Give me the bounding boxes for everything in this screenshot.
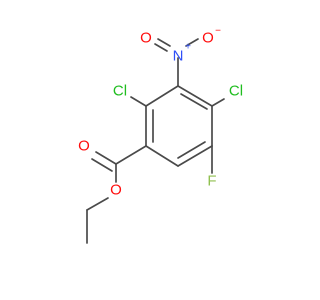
bond-ring-lower-right (177, 145, 213, 167)
chlorine-label-right: Cl (229, 83, 243, 100)
bond-ring-upper-left (145, 85, 179, 107)
bonds (86, 38, 225, 244)
bond-nitro-to-o-left-double (154, 43, 168, 52)
bond-ring-top (177, 85, 213, 107)
nitrogen-positive-charge: + (185, 42, 191, 53)
nitrogen-label: N (173, 48, 184, 65)
bond-ring-top-inner (180, 93, 208, 110)
oxygen-negative-charge: − (215, 26, 221, 37)
fluorine-label: F (207, 173, 216, 190)
bond-ring-to-cl-left (130, 96, 147, 107)
oxygen-label-carbonyl: O (78, 138, 90, 155)
chlorine-label-left: Cl (113, 83, 127, 100)
bond-carbonyl-double-a (95, 151, 117, 165)
bond-nitro-to-o-right (185, 38, 199, 47)
bond-ring-to-carbonyl-carbon (115, 145, 147, 165)
atom-labels: O N + O − Cl Cl O F O (78, 26, 243, 199)
bond-ester-o-to-ethyl (86, 197, 109, 211)
bond-nitro-to-o-left (157, 38, 171, 47)
bond-ring-lower-right-inner (177, 141, 206, 159)
oxygen-label-nitro-right: O (202, 30, 214, 47)
oxygen-label-ester: O (110, 182, 122, 199)
oxygen-label-nitro-left: O (140, 30, 152, 47)
bond-carbonyl-double-b (91, 158, 113, 172)
molecule-diagram: O N + O − Cl Cl O F O (78, 25, 244, 244)
bond-ring-to-cl-right (211, 98, 225, 107)
bond-ring-lower-left (145, 145, 179, 167)
